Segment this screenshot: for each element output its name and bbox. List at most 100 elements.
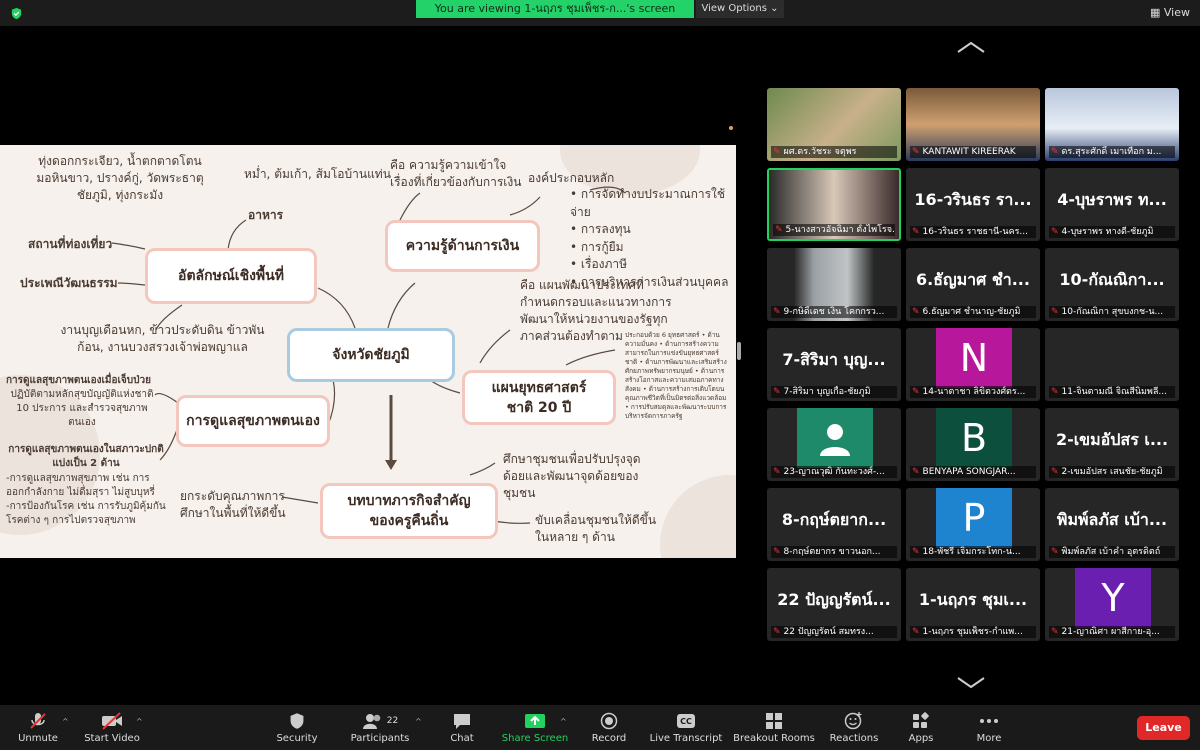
avatar: N [936,328,1012,388]
mic-muted-icon: ✎ [1051,627,1059,637]
participant-tile[interactable]: พิมพ์ลภัส เบ้า...✎พิมพ์ลภัส เบ้าคำ อุตรด… [1045,488,1179,561]
places-label: สถานที่ท่องเที่ยว [28,237,113,251]
more-icon [944,711,1034,731]
participant-display-name: 1-นฤภร ชุมเ... [918,590,1028,609]
mic-muted-icon: ✎ [773,547,781,557]
chevron-down-icon[interactable] [956,676,986,690]
participant-display-name: 22 ปัญญรัตน์... [777,590,891,609]
participant-tile[interactable]: Y✎21-ญาณิศา ผาสีกาย-อุ... [1045,568,1179,641]
finance-definition: คือ ความรู้ความเข้าใจเรื่องที่เกี่ยวข้อง… [390,158,522,189]
chevron-up-icon[interactable] [956,40,986,54]
view-button[interactable]: ▦ View [1150,6,1190,19]
participant-tile[interactable]: ✎9-กษิดิ์เดช เงิน โคกกรว... [767,248,901,321]
chevron-up-icon[interactable]: ^ [560,717,567,726]
participant-tile[interactable]: P✎18-พัชรี เจิมกระโทก-น... [906,488,1040,561]
avatar: P [936,488,1012,548]
chat-button[interactable]: Chat [417,711,507,744]
participant-display-name: 2-เขมอัปสร เ... [1055,430,1169,449]
mindmap-identity-node: อัตลักษณ์เชิงพื้นที่ [145,248,317,304]
mic-muted-icon: ✎ [775,225,783,235]
participant-tile[interactable]: 2-เขมอัปสร เ...✎2-เขมอัปสร เสนชัย-ชัยภูม… [1045,408,1179,481]
share-screen-icon [490,711,580,731]
mic-muted-icon: ✎ [1051,147,1059,157]
chevron-up-icon[interactable]: ^ [136,717,143,726]
participant-tile[interactable]: 8-กฤษ์ตยาก...✎8-กฤษ์ตยากร ขาวนอก... [767,488,901,561]
mic-muted-icon: ✎ [1051,307,1059,317]
start-video-button[interactable]: Start Video [67,711,157,744]
security-button[interactable]: Security [252,711,342,744]
unmute-button[interactable]: Unmute [0,711,83,744]
participant-display-name: 10-กัณณิกา... [1059,270,1165,289]
list-item: • การจัดทำงบประมาณการใช้จ่าย [570,187,726,219]
avatar: Y [1075,568,1151,628]
culture-label: ประเพณีวัฒนธรรม [20,276,118,290]
reactions-button[interactable]: Reactions [809,711,899,744]
role-drive-text: ขับเคลื่อนชุมชนให้ดีขึ้นในหลาย ๆ ด้าน [535,513,657,544]
participant-display-name: 6.ธัญมาศ ชำ... [916,270,1030,289]
list-item: • การลงทุน [570,222,631,236]
pointer-dot [729,126,733,130]
mindmap-health-node: การดูแลสุขภาพตนเอง [176,395,330,447]
mic-muted-icon: ✎ [773,147,781,157]
role-study-text: ศึกษาชุมชนเพื่อปรับปรุงจุดด้อยและพัฒนาจุ… [503,452,641,500]
participant-display-name: 4-บุษราพร ท... [1057,190,1167,209]
mic-muted-icon: ✎ [912,387,920,397]
apps-button[interactable]: Apps [876,711,966,744]
mic-off-icon [0,711,83,731]
leave-button[interactable]: Leave [1137,716,1190,740]
participant-display-name: 8-กฤษ์ตยาก... [781,510,887,529]
more-button[interactable]: More [944,711,1034,744]
mic-muted-icon: ✎ [773,387,781,397]
participant-tile[interactable]: 6.ธัญมาศ ชำ...✎6.ธัญมาศ ชำนาญ-ชัยภูมิ [906,248,1040,321]
participant-tile[interactable]: ✎ผศ.ดร.วัชระ จตุพร [767,88,901,161]
food-text: หม่ำ, ต้มเก้า, ส้มโอบ้านแท่น [244,167,391,181]
participant-tile[interactable]: B✎BENYAPA SONGJAR... [906,408,1040,481]
role-education-text: ยกระดับคุณภาพการศึกษาในพื้นที่ให้ดีขึ้น [180,489,286,520]
participant-tile[interactable]: ✎KANTAWIT KIREERAK [906,88,1040,161]
mic-muted-icon: ✎ [912,547,920,557]
strategy-definition: คือ แผนพัฒนาประเทศที่กำหนดกรอบและแนวทางก… [520,278,672,343]
apps-icon [876,711,966,731]
participant-tile[interactable]: 16-วรินธร รา...✎16-วรินธร ราชธานี-นคร... [906,168,1040,241]
chevron-up-icon[interactable]: ^ [415,717,422,726]
record-button[interactable]: Record [564,711,654,744]
split-handle[interactable] [737,342,741,360]
avatar: B [936,408,1012,468]
participant-tile[interactable]: ✎5-นางสาวอัจฉิมา ตั้งไพโรจ... [767,168,901,241]
participant-tile[interactable]: 22 ปัญญรัตน์...✎22 ปัญญรัตน์ สมทรง... [767,568,901,641]
participant-tile[interactable]: 1-นฤภร ชุมเ...✎1-นฤภร ชุมเพ็ชร-กำแพ... [906,568,1040,641]
viewing-banner: You are viewing 1-นฤภร ชุมเพ็ชร-ก...'s s… [416,0,694,18]
shared-screen[interactable]: จังหวัดชัยภูมิ อัตลักษณ์เชิงพื้นที่ ความ… [0,145,736,558]
shield-icon [252,711,342,731]
participant-tile[interactable]: 10-กัณณิกา...✎10-กัณณิกา สุขบงกช-น... [1045,248,1179,321]
mindmap-finance-node: ความรู้ด้านการเงิน [385,220,540,272]
avatar-person-icon [797,408,873,468]
mindmap-strategy-node: แผนยุทธศาสตร์ชาติ 20 ปี [462,370,616,425]
shield-icon[interactable] [10,7,23,20]
places-text: ทุ่งดอกกระเจียว, น้ำตกตาดโตน มอหินขาว, ป… [36,154,204,202]
participant-tile[interactable]: N✎14-นาตาชา ลิขิตวงศ์ตร... [906,328,1040,401]
mic-muted-icon: ✎ [773,307,781,317]
participant-tile[interactable]: ✎11-จินตามณี จิณสีนิมพลี... [1045,328,1179,401]
breakout-rooms-button[interactable]: Breakout Rooms [729,711,819,744]
grid-icon [729,711,819,731]
view-options-button[interactable]: View Options ⌄ [696,0,784,18]
svg-text:CC: CC [680,717,692,726]
participant-display-name: 7-สิริมา บุญ... [782,350,886,369]
mic-muted-icon: ✎ [773,627,781,637]
participant-tile[interactable]: ✎23-ญาณวุฒิ กันทะวงศ์-... [767,408,901,481]
finance-components-label: องค์ประกอบหลัก [528,171,615,185]
mic-muted-icon: ✎ [773,467,781,477]
chevron-up-icon[interactable]: ^ [62,717,69,726]
video-off-icon [67,711,157,731]
participant-tile[interactable]: 4-บุษราพร ท...✎4-บุษราพร ทางดี-ชัยภูมิ [1045,168,1179,241]
culture-text: งานบุญเดือนหก, ข้าวประดับดิน ข้าวพันก้อน… [60,323,265,354]
share-screen-button[interactable]: Share Screen [490,711,580,744]
mindmap-role-node: บทบาทภารกิจสำคัญของครูคืนถิ่น [320,483,498,539]
health-normal-label: การดูแลสุขภาพตนเองในสภาวะปกติ แบ่งเป็น 2… [8,444,164,469]
participant-tile[interactable]: ✎ดร.สุระศักดิ์ เมาเทือก ม... [1045,88,1179,161]
participant-tile[interactable]: 7-สิริมา บุญ...✎7-สิริมา บุญเกื้อ-ชัยภูม… [767,328,901,401]
list-item: • การบริหารการเงินส่วนบุคคล [570,274,729,289]
